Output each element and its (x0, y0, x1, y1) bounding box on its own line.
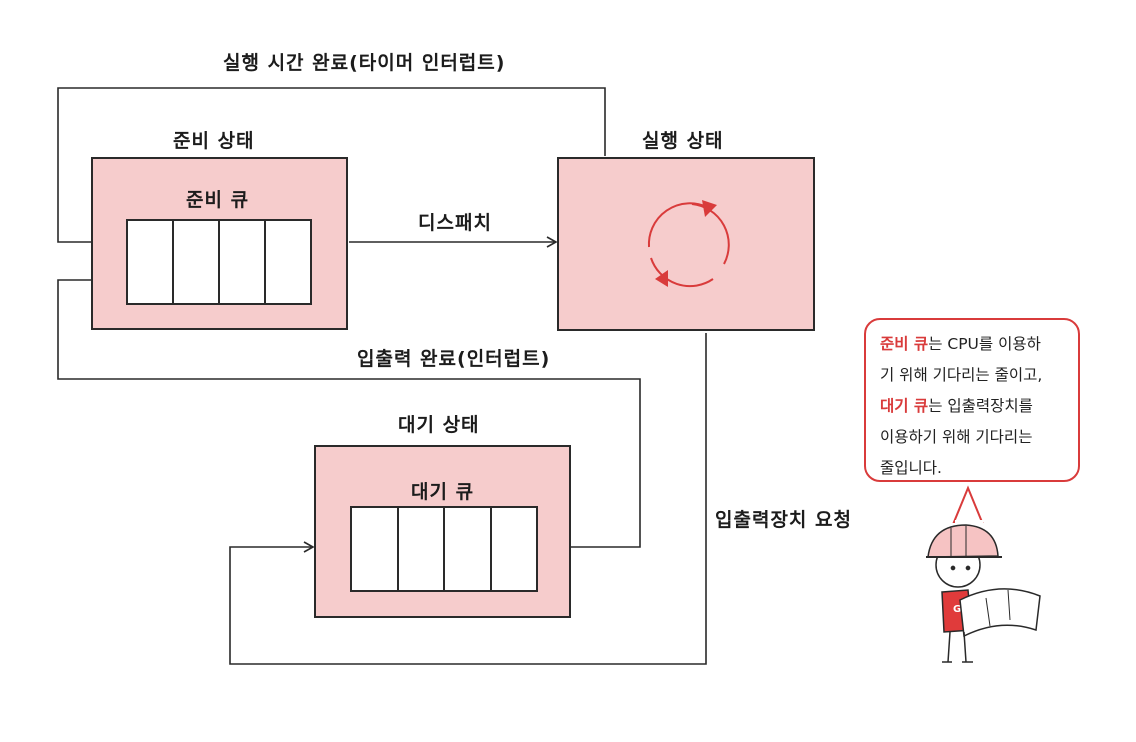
cycle-arrows-icon (557, 157, 815, 331)
queue-slot (128, 221, 174, 303)
bubble-line: 기 위해 기다리는 줄이고, (880, 360, 1068, 391)
bubble-text: 기 위해 기다리는 줄이고, (880, 366, 1042, 384)
bubble-line: 이용하기 위해 기다리는 (880, 422, 1068, 453)
ready-state-title: 준비 상태 (173, 126, 255, 153)
queue-slot (174, 221, 220, 303)
worker-character-icon: G (926, 488, 1040, 662)
io-complete-label: 입출력 완료(인터럽트) (357, 344, 550, 371)
timer-interrupt-label: 실행 시간 완료(타이머 인터럽트) (223, 48, 505, 75)
speech-bubble: 준비 큐는 CPU를 이용하 기 위해 기다리는 줄이고, 대기 큐는 입출력장… (864, 318, 1080, 482)
bubble-line: 대기 큐는 입출력장치를 (880, 391, 1068, 422)
bubble-text: 는 입출력장치를 (928, 397, 1033, 415)
dispatch-label: 디스패치 (418, 208, 492, 235)
ready-queue (126, 219, 312, 305)
queue-slot (399, 508, 446, 590)
queue-slot (266, 221, 310, 303)
bubble-text: 이용하기 위해 기다리는 (880, 428, 1032, 446)
bubble-text: 줄입니다. (880, 459, 942, 477)
ready-queue-title: 준비 큐 (186, 185, 249, 212)
bubble-line: 준비 큐는 CPU를 이용하 (880, 329, 1068, 360)
queue-slot (492, 508, 537, 590)
queue-slot (445, 508, 492, 590)
ready-state-box: 준비 큐 (91, 157, 348, 330)
queue-slot (220, 221, 266, 303)
bubble-highlight: 대기 큐 (880, 397, 928, 415)
queue-slot (352, 508, 399, 590)
wait-state-title: 대기 상태 (398, 410, 480, 437)
io-request-label: 입출력장치 요청 (715, 505, 852, 532)
wait-queue-title: 대기 큐 (411, 477, 474, 504)
wait-queue (350, 506, 538, 592)
running-state-title: 실행 상태 (642, 126, 724, 153)
bubble-line: 줄입니다. (880, 453, 1068, 484)
wait-state-box: 대기 큐 (314, 445, 571, 618)
bubble-text: 는 CPU를 이용하 (928, 335, 1041, 353)
running-state-box (557, 157, 815, 331)
bubble-highlight: 준비 큐 (880, 335, 928, 353)
